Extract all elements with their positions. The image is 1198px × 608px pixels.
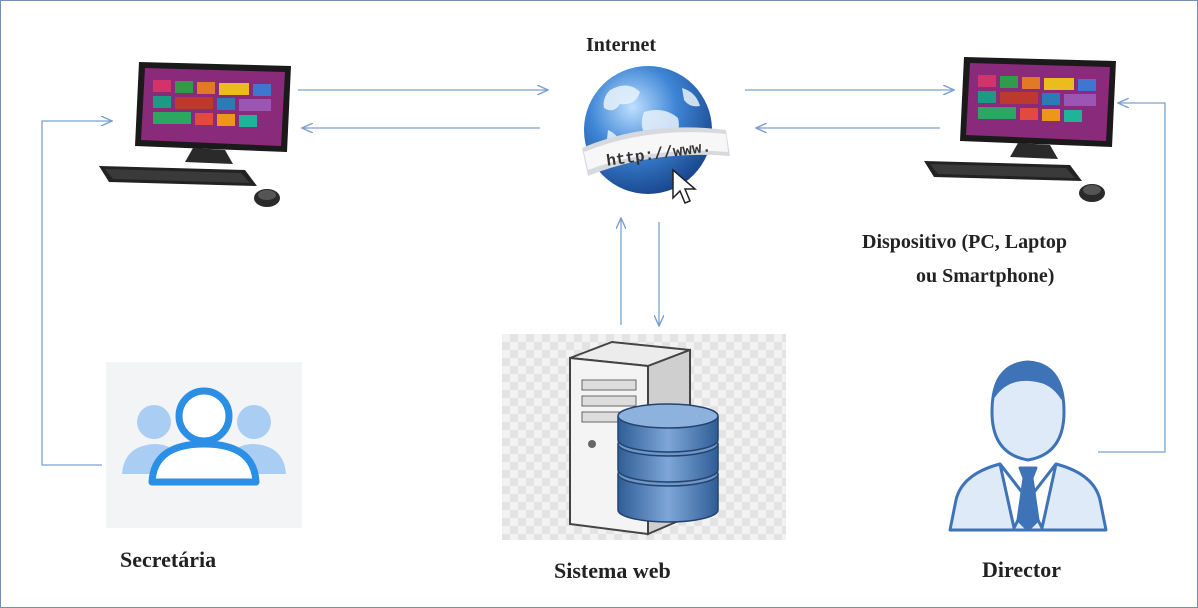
cursor-icon: [672, 168, 698, 204]
secretaria-label: Secretária: [120, 547, 217, 572]
right-computer: [920, 53, 1120, 213]
director-label: Director: [982, 557, 1061, 582]
director-node: [948, 350, 1108, 535]
device-label-line1: Dispositivo (PC, Laptop: [862, 231, 1068, 253]
database-icon: [617, 403, 719, 523]
globe-icon: http://www.: [582, 66, 730, 204]
device-label-line2: ou Smartphone): [916, 265, 1055, 287]
server-database-icon: [569, 340, 719, 536]
internet-globe: http://www.: [548, 60, 748, 210]
businessman-icon: [948, 360, 1108, 532]
internet-label: Internet: [586, 34, 656, 56]
left-computer: [95, 58, 295, 218]
web-server: [502, 334, 786, 540]
secretaria-node: [106, 362, 302, 528]
loop-director-to-device: [1098, 103, 1166, 453]
loop-secretaria-to-device: [41, 121, 112, 466]
user-group-icon: [122, 387, 286, 486]
web-system-label: Sistema web: [554, 558, 671, 583]
desktop-computer-icon: [99, 62, 291, 207]
desktop-computer-icon: [924, 57, 1116, 202]
